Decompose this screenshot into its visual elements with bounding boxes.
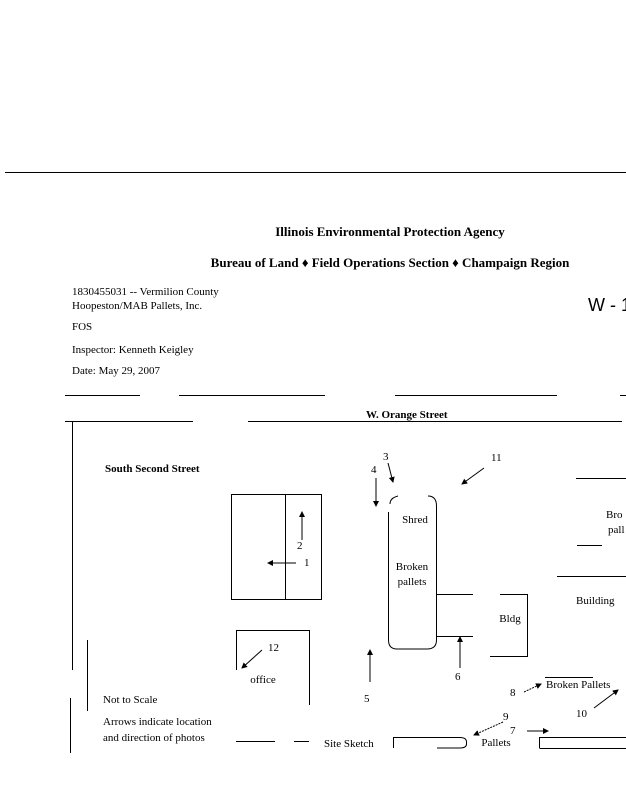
photo-arrow-11 (461, 467, 485, 485)
office-label: office (250, 674, 276, 686)
photo-number-5: 5 (364, 693, 370, 705)
shred-label: Shred (402, 514, 428, 526)
photo-number-8: 8 (510, 687, 516, 699)
photo-arrow-10 (593, 689, 619, 709)
photo-arrow-8 (523, 683, 542, 693)
building-outline (231, 494, 322, 600)
photo-arrow-12 (241, 649, 263, 669)
photo-number-11: 11 (491, 452, 502, 464)
photo-arrow-9 (473, 721, 504, 736)
photo-number-1: 1 (304, 557, 310, 569)
street-north-label: W. Orange Street (366, 409, 448, 421)
broken-pallets-lower-label: Broken Pallets (546, 679, 611, 691)
arrows-note-2: and direction of photos (103, 732, 205, 744)
shred-area-outline (388, 495, 437, 650)
photo-number-7: 7 (510, 725, 516, 737)
arrows-note-1: Arrows indicate location (103, 716, 212, 728)
pallets-label: Pallets (481, 737, 511, 749)
section-code: FOS (72, 321, 93, 333)
street-west-label: South Second Street (105, 463, 200, 475)
broken-right-label-1: Bro (606, 509, 623, 521)
scale-note: Not to Scale (103, 694, 158, 706)
broken-pallets-label-2: pallets (397, 576, 427, 588)
office-outline (236, 630, 310, 705)
building-label: Building (576, 595, 615, 607)
broken-right-label-2: pall (608, 524, 625, 536)
inspection-date: Date: May 29, 2007 (72, 365, 160, 377)
photo-number-4: 4 (371, 464, 377, 476)
facility-name: Hoopeston/MAB Pallets, Inc. (72, 300, 203, 312)
photo-number-12: 12 (268, 642, 279, 654)
site-id: 1830455031 -- Vermilion County (72, 286, 219, 298)
agency-subtitle: Bureau of Land ♦ Field Operations Sectio… (210, 255, 570, 270)
sketch-title: Site Sketch (324, 738, 374, 750)
photo-number-9: 9 (503, 711, 509, 723)
inspector: Inspector: Kenneth Keigley (72, 344, 194, 356)
photo-arrow-3 (387, 462, 395, 483)
broken-pallets-label-1: Broken (395, 561, 429, 573)
photo-number-6: 6 (455, 671, 461, 683)
photo-number-10: 10 (576, 708, 587, 720)
page-mark: W - 1 (588, 295, 626, 315)
photo-number-3: 3 (383, 451, 389, 463)
agency-title: Illinois Environmental Protection Agency (275, 224, 505, 239)
bldg-label: Bldg (499, 613, 521, 625)
photo-number-2: 2 (297, 540, 303, 552)
